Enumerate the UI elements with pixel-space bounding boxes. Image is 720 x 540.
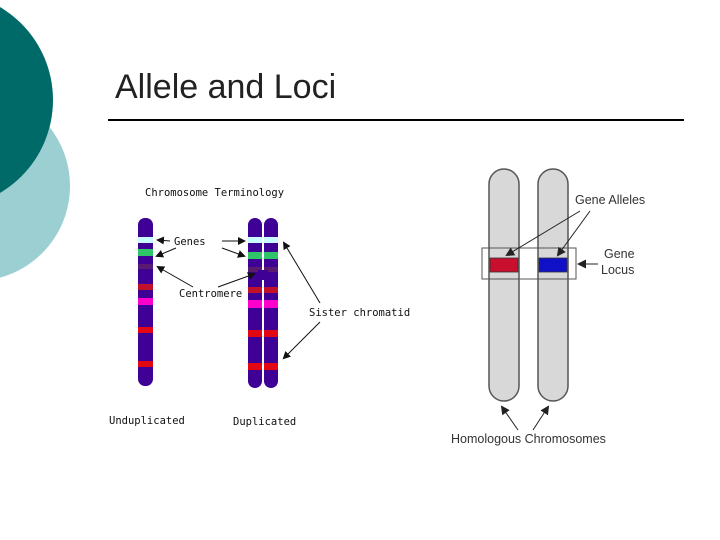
genes-label: Genes [174,236,206,248]
gene-band-red [138,284,153,290]
gene-alleles-label: Gene Alleles [575,193,645,207]
duplicated-chromosome [248,218,278,388]
centromere-arrow [217,272,256,288]
genes-arrow [156,236,171,245]
homologous-arrow [532,405,550,431]
allele-red [489,257,519,273]
homologous-arrow [500,405,519,431]
allele-arrow [556,210,591,257]
unduplicated-label: Unduplicated [109,415,185,427]
homologous-chromosome-right [537,168,569,402]
genes-arrow [221,247,246,258]
title-underline [108,119,684,121]
dark-circle [0,7,53,193]
genes-arrow [155,247,177,258]
sister-chromatid-label: Sister chromatid [309,307,410,319]
gene-band-dark [138,264,153,269]
centromere-arrow [156,266,194,288]
gene-band-cyan [138,237,153,243]
gene-band-red [138,327,153,333]
slide-title: Allele and Loci [115,68,337,106]
sister-chromatid-left [248,218,262,388]
allele-arrow [505,210,581,257]
homologous-chromosome-left [488,168,520,402]
gene-band-green [138,249,153,256]
duplicated-label: Duplicated [233,416,296,428]
sister-chromatid-right [264,218,278,388]
gene-band-magenta [138,298,153,305]
locus-label: Locus [601,263,634,277]
locus-box [481,247,577,280]
gene-label: Gene [604,247,635,261]
allele-blue [538,257,568,273]
unduplicated-chromosome [138,218,153,386]
centromere-joint [258,270,268,280]
sister-arrow [282,321,321,360]
sister-arrow [282,241,321,304]
terminology-heading: Chromosome Terminology [145,187,284,199]
homologous-label: Homologous Chromosomes [451,432,606,446]
centromere-label: Centromere [179,288,242,300]
gene-band-red [138,361,153,367]
